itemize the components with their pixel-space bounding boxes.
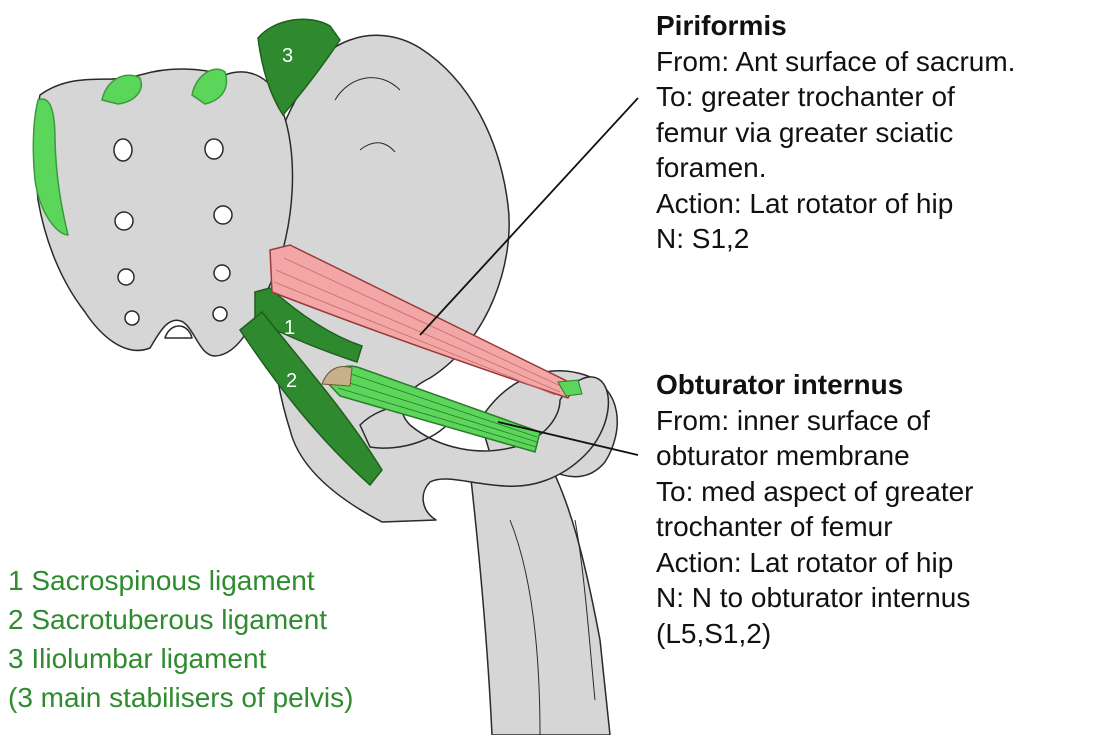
legend-note: (3 main stabilisers of pelvis) [8, 678, 353, 717]
legend-item-sacrospinous: 1 Sacrospinous ligament [8, 561, 353, 600]
obturator-line: obturator membrane [656, 438, 974, 474]
obturator-line: trochanter of femur [656, 509, 974, 545]
piriformis-line: femur via greater sciatic [656, 115, 1015, 151]
ligament-label-1: 1 [284, 317, 295, 339]
obturator-line: To: med aspect of greater [656, 474, 974, 510]
piriformis-line: To: greater trochanter of [656, 79, 1015, 115]
ligament-label-2: 2 [286, 370, 297, 392]
legend-item-sacrotuberous: 2 Sacrotuberous ligament [8, 600, 353, 639]
ligament-legend: 1 Sacrospinous ligament 2 Sacrotuberous … [8, 561, 353, 717]
piriformis-line: N: S1,2 [656, 221, 1015, 257]
obturator-line: From: inner surface of [656, 403, 974, 439]
obturator-internus-description: Obturator internus From: inner surface o… [656, 367, 974, 651]
piriformis-line: foramen. [656, 150, 1015, 186]
obturator-title: Obturator internus [656, 367, 974, 403]
obturator-line: (L5,S1,2) [656, 616, 974, 652]
piriformis-line: From: Ant surface of sacrum. [656, 44, 1015, 80]
legend-item-iliolumbar: 3 Iliolumbar ligament [8, 639, 353, 678]
femur-shaft [470, 455, 610, 735]
sacrum [35, 69, 292, 356]
ligament-label-3: 3 [282, 45, 293, 67]
obturator-line: N: N to obturator internus [656, 580, 974, 616]
piriformis-description: Piriformis From: Ant surface of sacrum. … [656, 8, 1015, 257]
piriformis-line: Action: Lat rotator of hip [656, 186, 1015, 222]
piriformis-title: Piriformis [656, 8, 1015, 44]
obturator-line: Action: Lat rotator of hip [656, 545, 974, 581]
